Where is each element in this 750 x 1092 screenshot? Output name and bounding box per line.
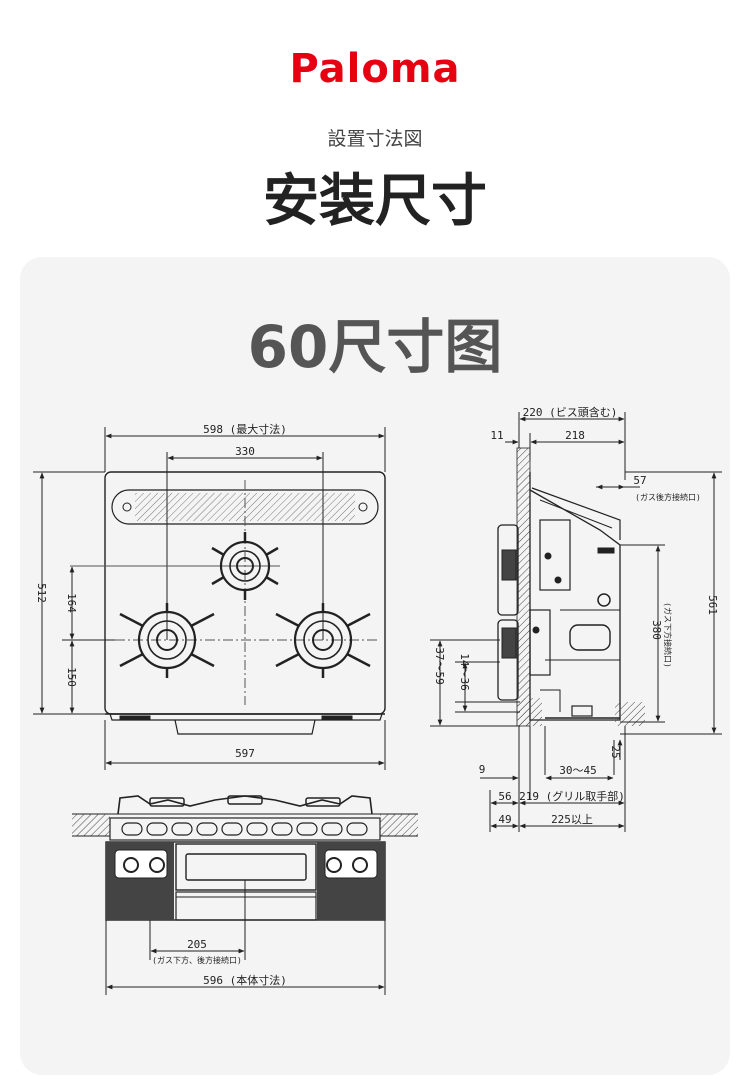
label-14-36: 14～36 <box>458 653 471 691</box>
label-30-45: 30～45 <box>559 764 597 777</box>
label-380: 380 <box>650 620 663 640</box>
label-561: 561 <box>706 595 719 615</box>
label-219: 219 (グリル取手部) <box>519 789 625 803</box>
card-title: 60尺寸图 <box>247 313 503 381</box>
label-205: 205 <box>187 938 207 951</box>
page-subtitle: 設置寸法図 <box>327 128 423 150</box>
label-164: 164 <box>65 593 78 613</box>
label-49: 49 <box>498 813 511 826</box>
label-57: 57 <box>633 474 646 487</box>
label-25: 25 <box>609 745 622 758</box>
front-view <box>72 795 418 995</box>
paloma-logo: Paloma <box>289 46 461 92</box>
label-56: 56 <box>498 790 511 803</box>
top-view-labels: 598 (最大寸法) 330 512 164 150 597 <box>35 422 287 760</box>
label-218: 218 <box>565 429 585 442</box>
label-597: 597 <box>235 747 255 760</box>
label-596: 596 (本体寸法) <box>203 973 287 987</box>
label-512: 512 <box>35 583 48 603</box>
label-150: 150 <box>65 667 78 687</box>
front-view-labels: 205 (ガス下方、後方接続口) 596 (本体寸法) <box>152 938 287 987</box>
label-37-59: 37～59 <box>433 647 446 685</box>
label-380-note: (ガス下方接続口) <box>663 602 673 668</box>
label-57-note: (ガス後方接続口) <box>635 492 701 502</box>
left-burner <box>119 603 215 678</box>
rear-burner <box>211 532 279 600</box>
side-view-labels: 220 (ビス頭含む) 11 218 57 (ガス後方接続口) 380 (ガス下… <box>433 405 719 826</box>
top-view <box>33 427 386 770</box>
label-598: 598 (最大寸法) <box>203 422 287 436</box>
label-9: 9 <box>479 763 486 776</box>
label-225: 225以上 <box>551 813 593 826</box>
side-view <box>430 412 722 832</box>
label-220: 220 (ビス頭含む) <box>523 405 618 419</box>
grill-door <box>175 843 317 891</box>
right-burner <box>275 603 371 678</box>
label-205-note: (ガス下方、後方接続口) <box>152 955 242 965</box>
diagram-card <box>20 257 730 1075</box>
label-330: 330 <box>235 445 255 458</box>
page-title: 安装尺寸 <box>263 169 487 234</box>
label-11: 11 <box>490 429 503 442</box>
